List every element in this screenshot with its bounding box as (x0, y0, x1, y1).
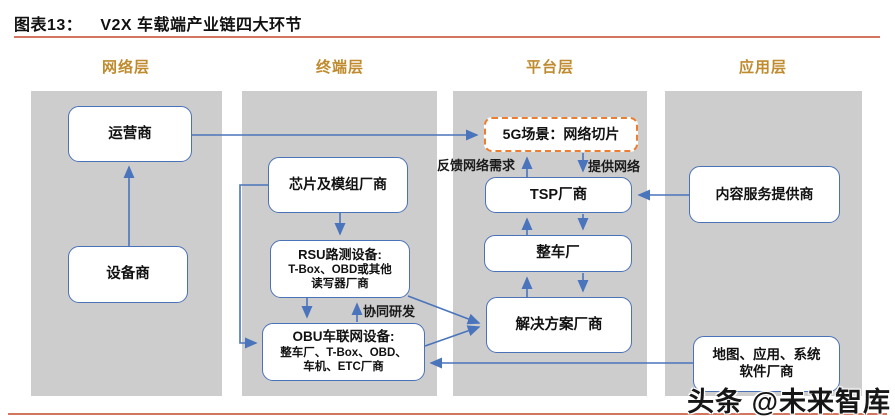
node-software-line1: 地图、应用、系统 (712, 347, 821, 363)
edge-label-collaborative-rd: 协同研发 (363, 304, 416, 319)
node-oem: 整车厂 (484, 235, 632, 272)
node-chip-module-vendor: 芯片及模组厂商 (268, 157, 408, 213)
node-obu-line2: 车机、ETC厂商 (303, 361, 384, 374)
figure-number: 图表13： (14, 17, 83, 34)
node-software-line2: 软件厂商 (739, 364, 794, 379)
node-obu-title: OBU车联网设备: (292, 329, 395, 345)
node-oem-label: 整车厂 (536, 245, 580, 262)
node-operator: 运营商 (68, 106, 192, 162)
node-operator-label: 运营商 (108, 125, 152, 142)
node-obu-line1: 整车厂、T-Box、OBD、 (280, 347, 407, 360)
bottom-rule (8, 413, 887, 415)
node-equipment-vendor-label: 设备商 (106, 266, 150, 283)
column-header-application: 应用层 (738, 59, 787, 76)
node-equipment-vendor: 设备商 (68, 246, 188, 303)
node-5g-label: 5G场景：网络切片 (502, 125, 620, 142)
column-header-network: 网络层 (101, 59, 150, 76)
top-rule (14, 36, 880, 38)
edge-label-feedback-network-demand: 反馈网络需求 (437, 158, 516, 173)
node-tsp-vendor: TSP厂商 (485, 177, 632, 213)
edge-label-provide-network: 提供网络 (588, 159, 641, 174)
node-rsu-roadside-equipment: RSU路测设备: T-Box、OBD或其他 读写器厂商 (270, 240, 410, 298)
watermark: 头条 @未来智库 (687, 387, 891, 417)
column-header-terminal: 终端层 (315, 59, 364, 76)
node-solution-label: 解决方案厂商 (515, 316, 603, 333)
figure-title: V2X 车载端产业链四大环节 (100, 17, 303, 34)
node-obu-iov-equipment: OBU车联网设备: 整车厂、T-Box、OBD、 车机、ETC厂商 (262, 323, 425, 381)
node-content-service-provider: 内容服务提供商 (689, 166, 840, 223)
node-5g-network-slicing: 5G场景：网络切片 (484, 117, 638, 152)
node-rsu-line1: T-Box、OBD或其他 (288, 263, 392, 276)
node-rsu-line2: 读写器厂商 (311, 278, 369, 291)
node-chip-module-label: 芯片及模组厂商 (289, 176, 387, 193)
node-map-app-software-vendor: 地图、应用、系统 软件厂商 (693, 336, 840, 392)
column-header-platform: 平台层 (525, 59, 574, 76)
node-content-label: 内容服务提供商 (715, 185, 814, 202)
node-solution-vendor: 解决方案厂商 (486, 297, 632, 353)
node-rsu-title: RSU路测设备: (298, 246, 382, 262)
figure-caption: 图表13： V2X 车载端产业链四大环节 (14, 11, 302, 35)
node-tsp-label: TSP厂商 (529, 186, 588, 203)
